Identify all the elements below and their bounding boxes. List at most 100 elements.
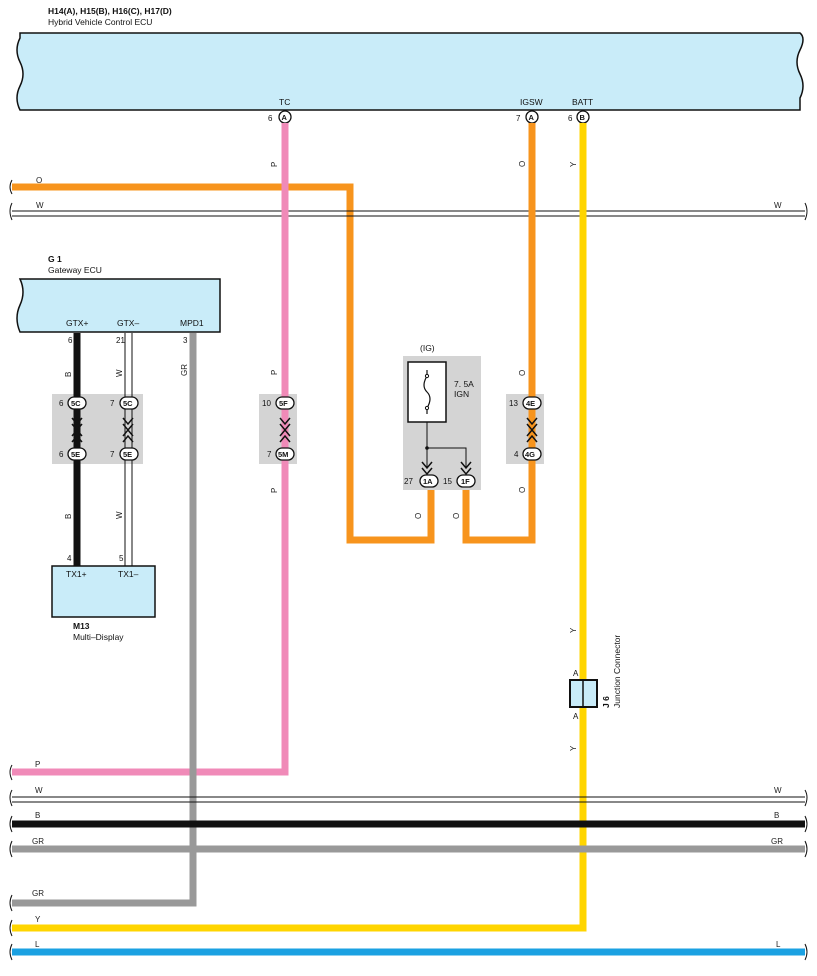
connector-5c-left-code: 5C (71, 399, 81, 408)
ecu-codes: H14(A), H15(B), H16(C), H17(D) (48, 6, 172, 16)
connector-5e-left-code: 5E (71, 450, 80, 459)
wire-label-W-2: W (115, 511, 124, 519)
wire-label-P-3: P (270, 488, 279, 493)
wire-label-Y-2: Y (569, 627, 578, 633)
display-pin-tx1m: TX1– (118, 569, 139, 579)
connector-5m-code: 5M (278, 450, 288, 459)
bus-label-W-bottom-right: W (774, 786, 782, 795)
hybrid-ecu-box (16, 32, 804, 111)
wire-label-W-1: W (115, 369, 124, 377)
pin-num-batt: 6 (568, 114, 573, 123)
pin-conn-batt: B (580, 113, 586, 122)
gateway-code: G 1 (48, 254, 62, 264)
connector-5c-right-num: 7 (110, 399, 115, 408)
wire-label-P-2: P (270, 370, 279, 375)
connector-5e-right-code: 5E (123, 450, 132, 459)
display-name: Multi–Display (73, 632, 124, 642)
bus-label-Y: Y (35, 915, 41, 924)
wire-label-P-1: P (270, 162, 279, 167)
connector-5c-left (67, 396, 87, 410)
pin-num-tc: 6 (268, 114, 273, 123)
bus-label-W-right: W (774, 201, 782, 210)
connector-5m (275, 447, 295, 461)
wire-label-Y-1: Y (569, 161, 578, 167)
connector-5c-left-num: 6 (59, 399, 64, 408)
bus-label-P: P (35, 760, 40, 769)
connector-5e-left-num: 6 (59, 450, 64, 459)
pin-label-batt: BATT (572, 97, 593, 107)
wire-label-B-1: B (64, 372, 73, 377)
connector-5f-code: 5F (279, 399, 288, 408)
gateway-pin-num-mpd1: 3 (183, 336, 188, 345)
connector-5f-num: 10 (262, 399, 271, 408)
junction-code: J 6 (601, 696, 611, 708)
multi-display-box (51, 565, 156, 618)
bus-label-L-right: L (776, 940, 781, 949)
display-code: M13 (73, 621, 90, 631)
display-pin-num-tx1p: 4 (67, 554, 72, 563)
pin-label-tc: TC (279, 97, 290, 107)
bus-label-GR-left: GR (32, 837, 44, 846)
connector-1f-num: 15 (443, 477, 452, 486)
display-pin-tx1p: TX1+ (66, 569, 87, 579)
bus-label-GR-2: GR (32, 889, 44, 898)
fuse-icon (423, 370, 431, 414)
bus-label-W-left: W (36, 201, 44, 210)
wire-GR-mpd1 (12, 333, 197, 907)
wire-label-B-2: B (64, 514, 73, 519)
gateway-pin-gtxp: GTX+ (66, 318, 88, 328)
connector-4g (522, 447, 542, 461)
connector-4g-code: 4G (525, 450, 535, 459)
junction-pin-bottom: A (573, 712, 579, 721)
junction-pin-top: A (573, 669, 579, 678)
pin-conn-igsw: A (529, 113, 535, 122)
wire-label-O-3: O (518, 487, 527, 493)
wire-Y-batt (12, 123, 587, 932)
connector-5e-left (67, 447, 87, 461)
connector-1a-num: 27 (404, 477, 413, 486)
bus-O-top (12, 183, 435, 544)
gateway-ecu-box (16, 278, 221, 333)
connector-5c-right (119, 396, 139, 410)
display-pin-num-tx1m: 5 (119, 554, 124, 563)
connector-5f (275, 396, 295, 410)
connector-5c-right-code: 5C (123, 399, 133, 408)
ecu-name: Hybrid Vehicle Control ECU (48, 17, 152, 27)
bus-label-O: O (36, 176, 42, 185)
gateway-pin-mpd1: MPD1 (180, 318, 204, 328)
connector-5e-right (119, 447, 139, 461)
connector-1a (419, 474, 439, 488)
connector-4e-code: 4E (526, 399, 535, 408)
connector-4e-num: 13 (509, 399, 518, 408)
gateway-name: Gateway ECU (48, 265, 102, 275)
junction-name: Junction Connector (612, 635, 622, 708)
wire-label-GR-1: GR (180, 364, 189, 376)
wire-label-O-5: O (452, 513, 461, 519)
bus-label-B-right: B (774, 811, 779, 820)
bus-label-GR-right: GR (771, 837, 783, 846)
gateway-pin-num-gtxm: 21 (116, 336, 125, 345)
wire-O-igsw (462, 123, 536, 544)
bus-label-W-bottom-left: W (35, 786, 43, 795)
connector-5e-right-num: 7 (110, 450, 115, 459)
fuse-rating: 7. 5A (454, 379, 474, 389)
gateway-pin-num-gtxp: 6 (68, 336, 73, 345)
fuse-name: IGN (454, 389, 469, 399)
wire-label-Y-3: Y (569, 745, 578, 751)
pin-conn-tc: A (282, 113, 288, 122)
wire-label-O-4: O (414, 513, 423, 519)
connector-4g-num: 4 (514, 450, 519, 459)
connector-1a-code: 1A (423, 477, 433, 486)
connector-1f-code: 1F (461, 477, 470, 486)
wire-label-O-2: O (518, 370, 527, 376)
gateway-pin-gtxm: GTX– (117, 318, 139, 328)
wire-label-O-1: O (518, 161, 527, 167)
bus-label-B-left: B (35, 811, 40, 820)
pin-label-igsw: IGSW (520, 97, 543, 107)
wire-P-tc (12, 123, 289, 776)
fuse-box-label: (IG) (420, 343, 435, 353)
connector-5m-num: 7 (267, 450, 272, 459)
connector-4e (522, 396, 542, 410)
connector-1f (456, 474, 476, 488)
